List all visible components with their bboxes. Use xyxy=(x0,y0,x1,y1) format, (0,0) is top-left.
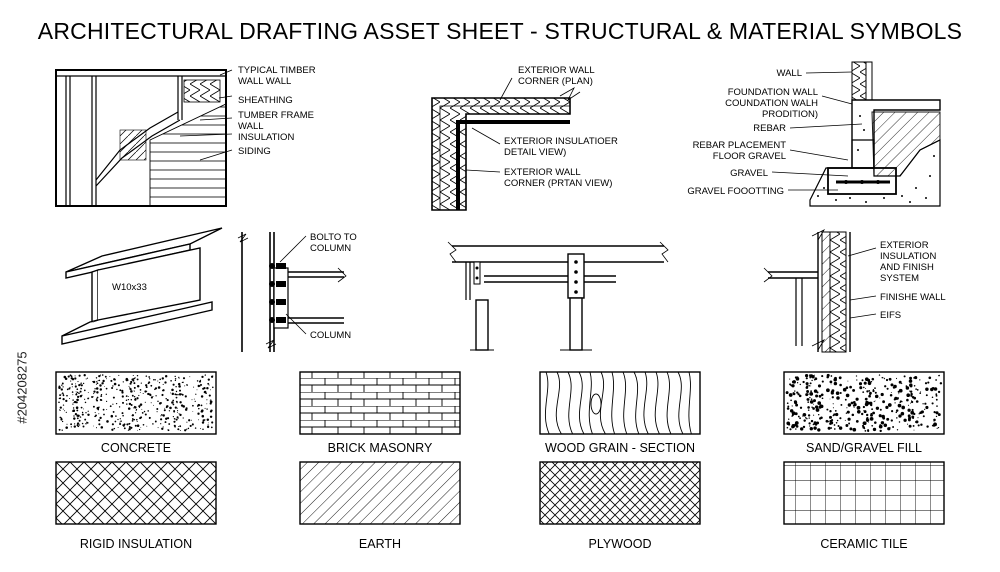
timber-label-frame2: WALL xyxy=(238,121,264,132)
bolted-column-detail: BOLTO TO COLUMN COLUMN xyxy=(237,232,357,352)
eifs-label-eifs: EIFS xyxy=(880,310,901,321)
sheet-title: ARCHITECTURAL DRAFTING ASSET SHEET - STR… xyxy=(37,18,963,44)
swatch-concrete: CONCRETE xyxy=(55,371,217,455)
corner-label-2b: DETAIL VIEW) xyxy=(504,147,566,158)
column-label: COLUMN xyxy=(310,330,351,341)
wood-grain-lines xyxy=(544,371,692,435)
foundation-label-fw3: PRODITION) xyxy=(762,109,818,120)
stipple-dots xyxy=(58,374,214,432)
foundation-label-gravel: GRAVEL xyxy=(730,168,768,179)
timber-label-typical: TYPICAL TIMBER xyxy=(238,65,316,76)
swatch-label: CERAMIC TILE xyxy=(820,537,907,551)
timber-label-insulation: INSULATION xyxy=(238,132,294,143)
foundation-detail: WALL FOUNDATION WALL COUNDATION WALH PRO… xyxy=(687,61,941,207)
swatch-label: EARTH xyxy=(359,537,401,551)
timber-label-frame: TUMBER FRAME xyxy=(238,110,314,121)
foundation-label-wall: WALL xyxy=(776,68,802,79)
foundation-label-placement: REBAR PLACEMENT xyxy=(693,140,787,151)
eifs-label-1: EXTERIOR xyxy=(880,240,929,251)
timber-wall-detail: TYPICAL TIMBER WALL WALL SHEATHING TUMBE… xyxy=(55,65,316,207)
swatch-plywood: PLYWOOD xyxy=(539,461,701,551)
bolt-label-1: BOLTO TO xyxy=(310,232,357,243)
eifs-label-3: AND FINISH xyxy=(880,262,934,273)
swatch-label: WOOD GRAIN - SECTION xyxy=(545,441,695,455)
corner-label-2a: EXTERIOR INSULATIOER xyxy=(504,136,618,147)
swatch-label: PLYWOOD xyxy=(589,537,652,551)
swatch-earth: EARTH xyxy=(299,461,461,551)
foundation-label-rebar: REBAR xyxy=(753,123,786,134)
eifs-label-2: INSULATION xyxy=(880,251,936,262)
eifs-label-finish: FINISHE WALL xyxy=(880,292,946,303)
swatch-label: BRICK MASONRY xyxy=(328,441,433,455)
corner-label-3b: CORNER (PRTAN VIEW) xyxy=(504,178,612,189)
corner-label-1a: EXTERIOR WALL xyxy=(518,65,595,76)
beam-posts-detail xyxy=(447,241,669,351)
corner-label-1b: CORNER (PLAN) xyxy=(518,76,593,87)
timber-label-siding: SIDING xyxy=(238,146,271,157)
eifs-wall-detail: EXTERIOR INSULATION AND FINISH SYSTEM FI… xyxy=(763,229,946,353)
corner-label-3a: EXTERIOR WALL xyxy=(504,167,581,178)
i-beam-detail: W10x33 xyxy=(61,227,223,345)
exterior-corner-detail: EXTERIOR WALL CORNER (PLAN) EXTERIOR INS… xyxy=(431,65,618,211)
foundation-label-fw2: COUNDATION WALH xyxy=(725,98,818,109)
bolt-label-2: COLUMN xyxy=(310,243,351,254)
swatch-sand-gravel: SAND/GRAVEL FILL xyxy=(783,371,945,455)
swatch-label: SAND/GRAVEL FILL xyxy=(806,441,922,455)
swatch-rigid-insulation: RIGID INSULATION xyxy=(55,461,217,551)
swatch-ceramic-tile: CERAMIC TILE xyxy=(783,461,945,551)
stipple-dots xyxy=(785,373,943,433)
timber-label-sheathing: SHEATHING xyxy=(238,95,293,106)
swatch-label: CONCRETE xyxy=(101,441,171,455)
foundation-label-fw1: FOUNDATION WALL xyxy=(728,87,818,98)
foundation-label-floor: FLOOR GRAVEL xyxy=(713,151,786,162)
foundation-label-footing: GRAVEL FOOOTTING xyxy=(687,186,784,197)
timber-label-wall: WALL WALL xyxy=(238,76,291,87)
i-beam-label: W10x33 xyxy=(112,282,147,293)
swatch-label: RIGID INSULATION xyxy=(80,537,192,551)
eifs-label-4: SYSTEM xyxy=(880,273,919,284)
swatch-wood-grain: WOOD GRAIN - SECTION xyxy=(539,371,701,455)
swatch-brick-masonry: BRICK MASONRY xyxy=(299,371,461,455)
